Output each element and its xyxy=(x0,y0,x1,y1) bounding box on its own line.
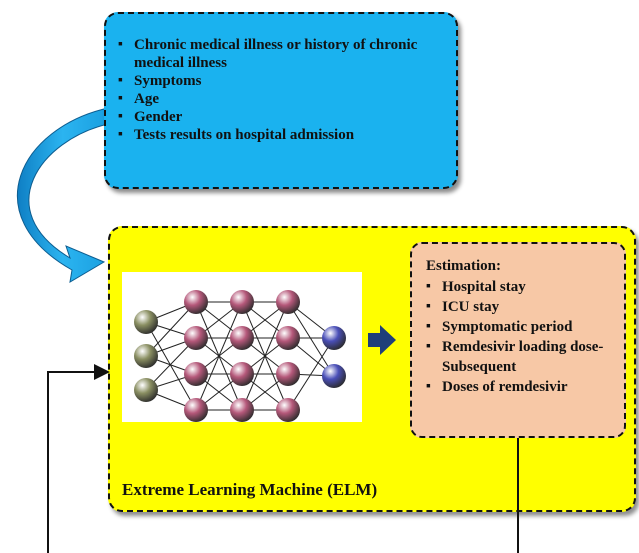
hidden-node xyxy=(276,398,300,422)
hidden-node xyxy=(184,362,208,386)
output-node xyxy=(322,364,346,388)
network-connection xyxy=(195,301,243,411)
feedback-line-left xyxy=(47,364,110,553)
input-feature-item: Chronic medical illness or history of ch… xyxy=(118,36,456,72)
estimation-box: Estimation: Hospital stay ICU stay Sympt… xyxy=(410,242,626,438)
estimation-title: Estimation: xyxy=(426,258,501,274)
hidden-node xyxy=(230,326,254,350)
input-node xyxy=(134,378,158,402)
hidden-node xyxy=(276,326,300,350)
hidden-node xyxy=(276,362,300,386)
input-features-list: Chronic medical illness or history of ch… xyxy=(106,14,456,144)
network-connection xyxy=(287,301,335,377)
network-connection xyxy=(145,337,197,391)
input-feature-item: Tests results on hospital admission xyxy=(118,126,456,144)
network-connection xyxy=(145,301,197,357)
hidden-node xyxy=(230,362,254,386)
network-connection xyxy=(145,321,197,411)
hidden-node xyxy=(184,326,208,350)
input-feature-item: Gender xyxy=(118,108,456,126)
estimation-item: ICU stay xyxy=(426,297,624,317)
network-connection xyxy=(241,301,289,411)
input-features-box: Chronic medical illness or history of ch… xyxy=(104,12,458,189)
hidden-node xyxy=(230,398,254,422)
estimation-list: Hospital stay ICU stay Symptomatic perio… xyxy=(412,277,624,397)
input-feature-item: Symptoms xyxy=(118,72,456,90)
output-node xyxy=(322,326,346,350)
hidden-node xyxy=(184,398,208,422)
network-connection xyxy=(287,337,335,411)
hidden-node xyxy=(184,290,208,314)
hidden-node xyxy=(230,290,254,314)
neural-network-diagram xyxy=(134,290,346,422)
input-node xyxy=(134,344,158,368)
hidden-node xyxy=(276,290,300,314)
input-node xyxy=(134,310,158,334)
estimation-item: Remdesivir loading dose-Subsequent xyxy=(426,337,624,377)
input-feature-item: Age xyxy=(118,90,456,108)
estimation-item: Doses of remdesivir xyxy=(426,377,624,397)
estimation-item: Hospital stay xyxy=(426,277,624,297)
neural-network-panel xyxy=(122,272,362,422)
estimation-item: Symptomatic period xyxy=(426,317,624,337)
elm-title: Extreme Learning Machine (ELM) xyxy=(122,480,378,499)
